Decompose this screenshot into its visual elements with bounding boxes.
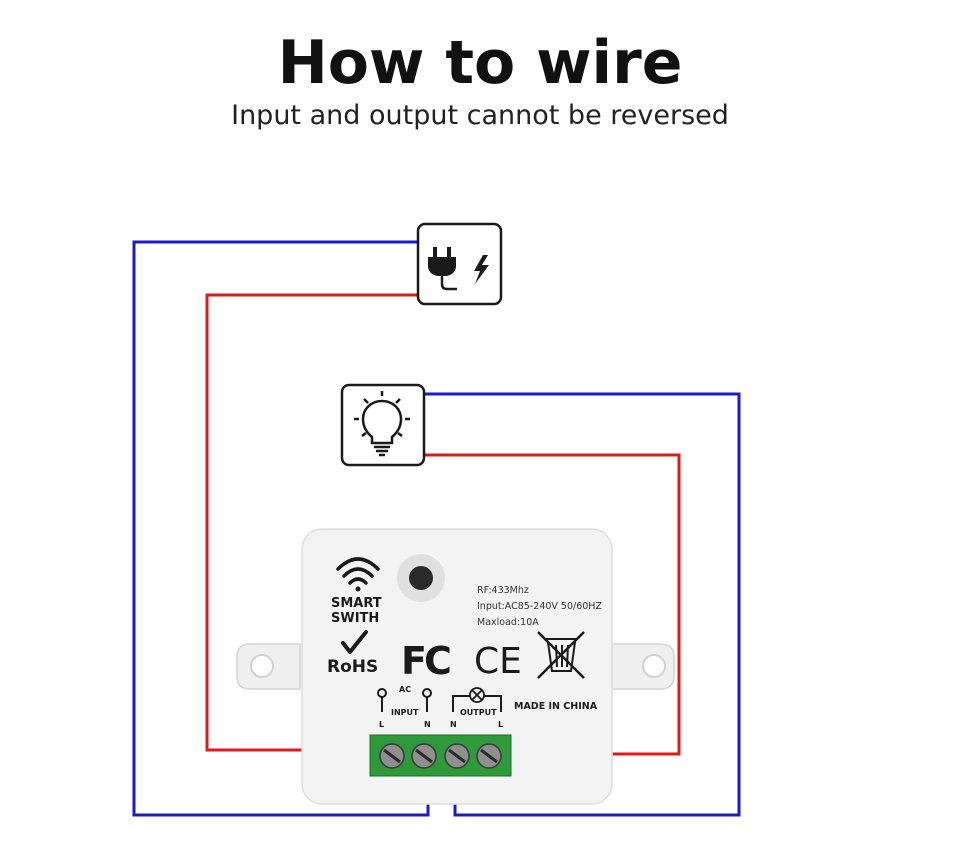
crossed-bin-icon [537,631,585,679]
light-bulb-box [340,383,426,467]
lightning-icon [474,255,489,284]
power-source-box [416,222,503,306]
live-wire-input [205,293,419,752]
terminal-screw-input-n [411,743,437,769]
terminal-screw-output-n [444,743,470,769]
ac-label: AC [399,685,411,694]
mounting-ear-right [611,643,675,690]
spec-input: Input:AC85-240V 50/60HZ [477,601,602,612]
wifi-signal-icon [336,557,380,592]
plug-icon [428,247,457,291]
page-title: How to wire [277,28,683,98]
terminal-block [369,734,512,777]
checkmark-icon [341,630,368,654]
terminal-label-input-l: L [379,720,384,729]
lamp-symbol-icon [469,687,485,703]
made-in-label: MADE IN CHINA [514,701,598,712]
smart-switch-module: SMART SWITH RF:433Mhz Input:AC85-240V 50… [236,528,675,805]
fcc-mark: FC [401,639,450,683]
spec-maxload: Maxload:10A [477,617,539,628]
brand-text-line2: SWITH [331,611,379,626]
output-terminal-markings: OUTPUT N L [450,687,503,729]
mounting-ear-left [236,643,301,690]
terminal-label-output-n: N [450,720,457,729]
terminal-label-output-l: L [498,720,503,729]
pair-button[interactable] [397,554,445,602]
terminal-label-input-n: N [424,720,431,729]
page-subtitle: Input and output cannot be reversed [231,100,729,131]
spec-rf: RF:433Mhz [477,585,529,596]
terminal-screw-input-l [379,743,405,769]
terminal-screw-output-l [476,743,502,769]
input-terminal-markings: AC INPUT L N [377,685,432,729]
brand-text-line1: SMART [331,596,382,611]
rohs-mark: RoHS [327,657,378,677]
input-label: INPUT [391,708,419,717]
output-label: OUTPUT [460,708,497,717]
ce-mark: CE [474,641,522,682]
light-bulb-icon [354,391,410,457]
